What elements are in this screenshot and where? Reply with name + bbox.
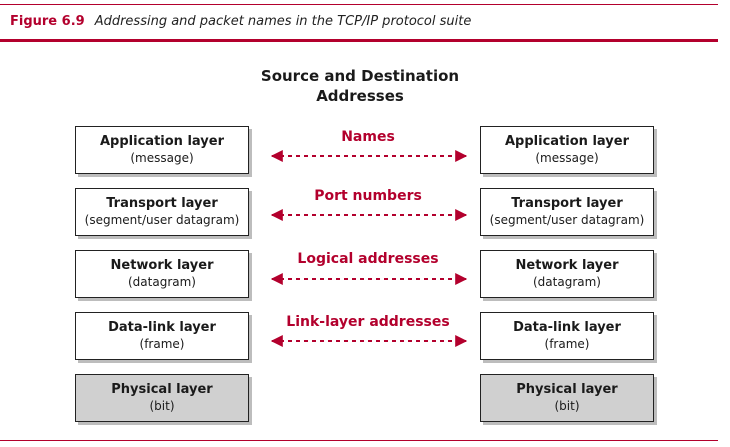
layer-unit: (bit) (554, 399, 580, 413)
layer-unit: (datagram) (533, 275, 601, 289)
left-network-layer: Network layer (datagram) (75, 250, 249, 298)
figure-title: Addressing and packet names in the TCP/I… (94, 14, 472, 29)
left-data-link-layer: Data-link layer (frame) (75, 312, 249, 360)
left-physical-layer: Physical layer (bit) (75, 374, 249, 422)
right-network-layer: Network layer (datagram) (480, 250, 654, 298)
heading-line-1: Source and Destination (260, 67, 460, 85)
layer-name: Physical layer (516, 382, 618, 397)
layer-name: Physical layer (111, 382, 213, 397)
right-transport-layer: Transport layer (segment/user datagram) (480, 188, 654, 236)
layer-unit: (frame) (139, 337, 185, 351)
layer-unit: (message) (535, 151, 599, 165)
layer-name: Application layer (100, 134, 224, 149)
layer-unit: (segment/user datagram) (489, 213, 645, 227)
layer-unit: (segment/user datagram) (84, 213, 240, 227)
figure-number: Figure 6.9 (10, 14, 85, 29)
right-data-link-layer: Data-link layer (frame) (480, 312, 654, 360)
address-label-link-layer: Link-layer addresses (286, 314, 450, 330)
layer-name: Network layer (515, 258, 619, 273)
layer-name: Network layer (110, 258, 214, 273)
diagram-heading: Source and Destination Addresses (230, 66, 490, 106)
layer-name: Data-link layer (108, 320, 216, 335)
left-application-layer: Application layer (message) (75, 126, 249, 174)
layer-unit: (message) (130, 151, 194, 165)
layer-name: Application layer (505, 134, 629, 149)
layer-unit: (datagram) (128, 275, 196, 289)
left-transport-layer: Transport layer (segment/user datagram) (75, 188, 249, 236)
right-application-layer: Application layer (message) (480, 126, 654, 174)
figure-caption: Figure 6.9 Addressing and packet names in… (10, 14, 471, 29)
caption-rule (0, 39, 718, 42)
heading-line-2: Addresses (316, 87, 404, 105)
top-rule (0, 4, 718, 5)
right-physical-layer: Physical layer (bit) (480, 374, 654, 422)
bottom-rule (0, 440, 718, 441)
address-label-names: Names (341, 129, 395, 145)
layer-name: Data-link layer (513, 320, 621, 335)
layer-name: Transport layer (511, 196, 623, 211)
address-label-port-numbers: Port numbers (314, 188, 422, 204)
address-label-logical: Logical addresses (297, 251, 439, 267)
layer-unit: (bit) (149, 399, 175, 413)
layer-name: Transport layer (106, 196, 218, 211)
layer-unit: (frame) (544, 337, 590, 351)
